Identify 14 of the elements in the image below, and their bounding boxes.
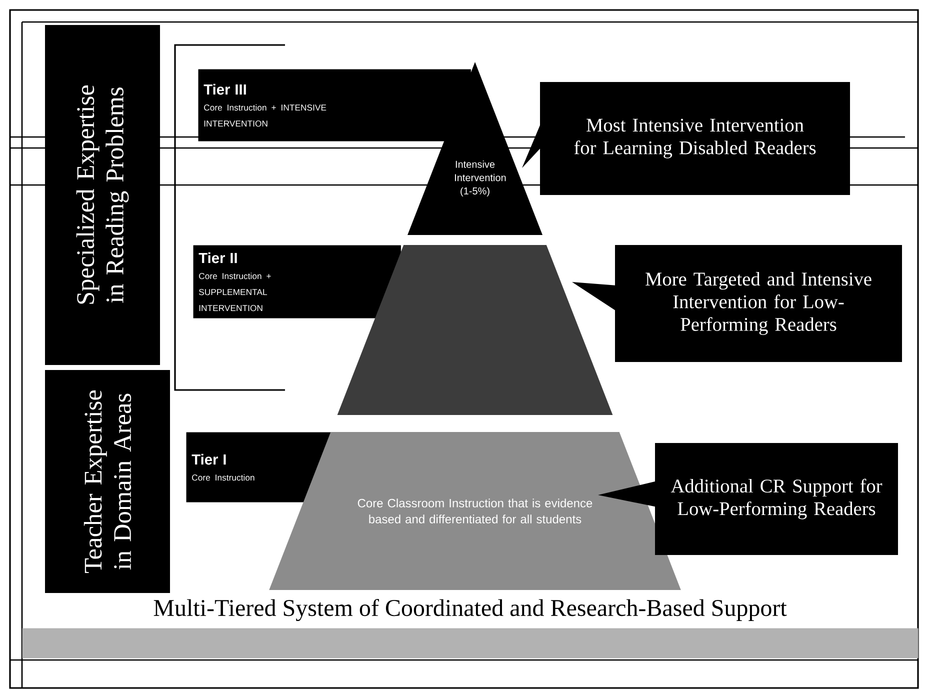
node-label: Core Instruction + INTENSIVE INTERVENTION: [204, 104, 326, 127]
tier-label-box: Tier II Core Instruction + SUPPLEMENTAL INTERVENTION: [193, 245, 401, 318]
pyramid-layer: [337, 245, 613, 415]
tier-label-box: Tier III Core Instruction + INTENSIVE INTERVENTION: [198, 69, 471, 142]
shaded-band: [22, 628, 918, 658]
expertise-box: Teacher Expertise in Domain Areas: [45, 370, 170, 593]
caption: Multi-Tiered System of Coordinated and Research-Based Support: [154, 598, 787, 622]
callout-box: Additional CR Support for Low-Performing Readers: [598, 443, 898, 555]
callout-box: Most Intensive Intervention for Learning Disabled Readers: [522, 82, 850, 195]
node-label: Intensive Intervention (1-5%): [455, 160, 506, 196]
node-label: Tier III: [204, 84, 246, 95]
callout-box: More Targeted and Intensive Intervention for Low-Performing Readers: [572, 245, 902, 362]
pyramid-layer: Intensive Intervention (1-5%): [408, 62, 542, 235]
expertise-box: Specialized Expertise in Reading Problems: [45, 25, 160, 365]
